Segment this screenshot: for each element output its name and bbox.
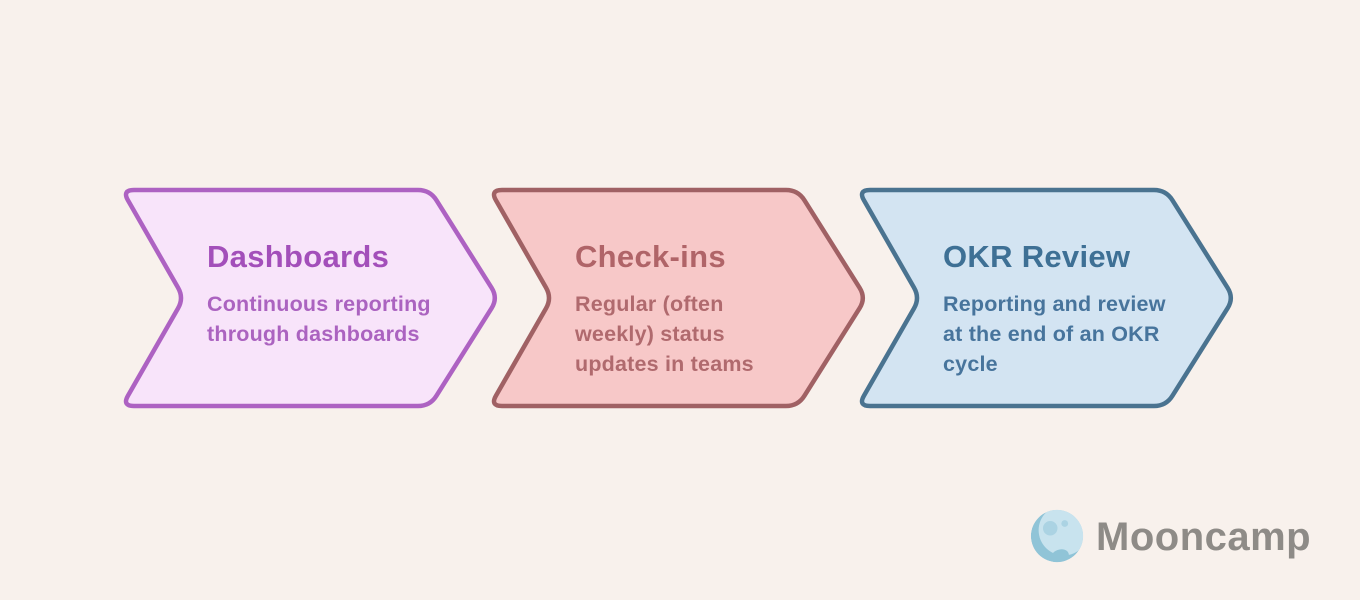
step-text-block: Dashboards Continuous reporting through … xyxy=(207,237,435,349)
logo-text: Mooncamp xyxy=(1096,515,1312,559)
step-text-block: OKR Review Reporting and review at the e… xyxy=(943,237,1171,379)
step-okr-review: OKR Review Reporting and review at the e… xyxy=(855,187,1237,409)
step-text-block: Check-ins Regular (often weekly) status … xyxy=(575,237,803,379)
step-title: OKR Review xyxy=(943,239,1131,274)
step-description: Reporting and review at the end of an OK… xyxy=(943,292,1166,376)
step-title: Dashboards xyxy=(207,239,390,274)
step-title: Check-ins xyxy=(575,239,726,274)
chevron-arrow-shape xyxy=(859,187,1234,409)
moon-icon xyxy=(1030,509,1084,563)
step-check-ins: Check-ins Regular (often weekly) status … xyxy=(487,187,869,409)
step-dashboards: Dashboards Continuous reporting through … xyxy=(119,187,501,409)
chevron-arrow-shape xyxy=(123,187,498,409)
step-description: Regular (often weekly) status updates in… xyxy=(575,292,754,376)
mooncamp-logo: Mooncamp xyxy=(1028,506,1311,568)
step-description: Continuous reporting through dashboards xyxy=(207,292,431,346)
chevron-arrow-shape xyxy=(491,187,866,409)
